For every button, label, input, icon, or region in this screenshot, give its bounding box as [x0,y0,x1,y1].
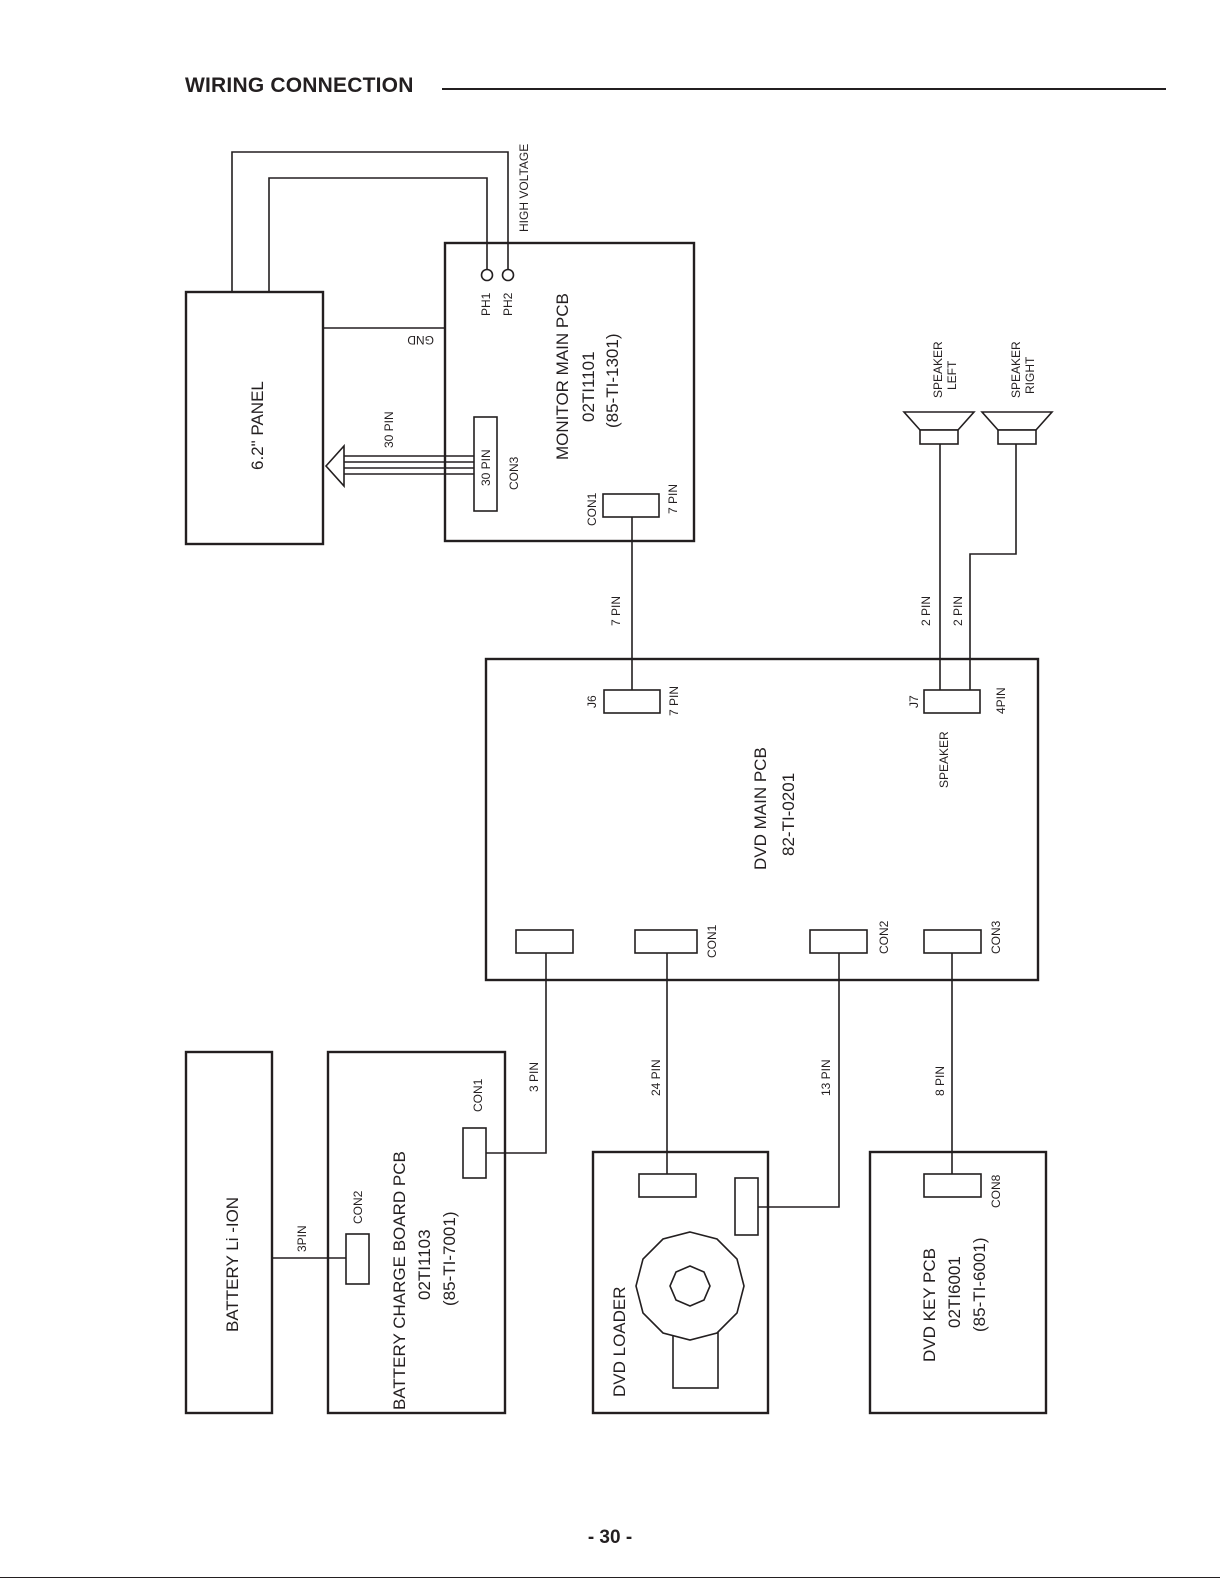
arrow-icon [324,443,345,489]
monitor-con1-connector [602,493,660,518]
battery-charge-board-block [326,1050,507,1415]
wire-24pin-label: 24 PIN [649,1059,663,1096]
dvd-loader-mechanism-icon [635,1231,745,1389]
j7-speaker-label: SPEAKER [937,731,951,788]
dvd-main-line2: 82-TI-0201 [779,773,798,856]
battery-block [184,1050,274,1415]
wire-7pin-label: 7 PIN [609,596,623,626]
dvd-main-line1: DVD MAIN PCB [751,747,770,870]
page-title: WIRING CONNECTION [185,74,414,97]
panel-label: 6.2" PANEL [248,381,267,470]
charge-line3: (85-TI-7001) [440,1212,459,1306]
battery-charge-3pin-wire [486,953,547,1154]
key-con8-label: CON8 [989,1174,1003,1208]
charge-con1-label: CON1 [471,1078,485,1112]
speaker-left-label-1: SPEAKER [931,341,945,398]
high-voltage-label: HIGH VOLTAGE [517,144,531,232]
wire-13pin-label: 13 PIN [819,1059,833,1096]
ph2-terminal [501,268,515,282]
monitor-line2: 02TI1101 [579,351,598,422]
ph1-terminal [480,268,494,282]
j6-pins-label: 7 PIN [667,686,681,716]
gnd-label: GND [407,333,434,347]
key-con8-connector [923,1173,982,1198]
loader-label: DVD LOADER [610,1286,629,1397]
key-line1: DVD KEY PCB [920,1248,939,1362]
j6-label: J6 [585,695,599,708]
monitor-line1: MONITOR MAIN PCB [553,293,572,460]
speaker-right-label-1: SPEAKER [1009,341,1023,398]
battery-label: BATTERY Li -ION [223,1197,242,1332]
title-rule [442,88,1166,90]
ph1-label: PH1 [479,292,493,316]
wire-3pin-label: 3 PIN [527,1062,541,1092]
dvd-j7-connector [923,689,981,714]
dvd-con2-connector [809,929,868,954]
high-voltage-wire-inner [268,177,488,292]
speaker-right-wire [969,444,1017,690]
monitor-con1-label: CON1 [585,492,599,526]
charge-con1-connector [462,1127,487,1179]
loader-13pin-wire [758,953,840,1208]
high-voltage-wire-outer [231,151,509,292]
con3-label: CON3 [507,456,521,490]
loader-connector-13pin [734,1177,759,1236]
dvd-con1-connector [634,929,698,954]
dvd-con1-label: CON1 [705,924,719,958]
page-number: - 30 - [587,1527,633,1548]
wire-2pin-b-label: 2 PIN [951,596,965,626]
dvd-con-battery-connector [515,929,574,954]
panel-block [184,290,325,546]
dvd-loader-block [591,1150,770,1415]
loader-connector-24pin [638,1173,697,1198]
ph2-label: PH2 [501,292,515,316]
speaker-left-icon [902,411,976,445]
monitor-con3-connector [473,416,498,512]
speaker-right-icon [980,411,1054,445]
key-line3: (85-TI-6001) [970,1238,989,1332]
battery-3pin-label: 3PIN [295,1225,309,1252]
dvd-key-pcb-block [868,1150,1048,1415]
dvd-con3-label: CON3 [989,920,1003,954]
monitor-con1-pins-label: 7 PIN [666,484,680,514]
speaker-right-label-2: RIGHT [1023,356,1037,394]
monitor-line3: (85-TI-1301) [603,334,622,428]
wire-8pin-label: 8 PIN [933,1066,947,1096]
charge-con2-label: CON2 [351,1190,365,1224]
charge-line2: 02TI1103 [415,1229,434,1300]
j7-label: J7 [907,695,921,708]
panel-30pin-label: 30 PIN [382,411,396,448]
bottom-rule [0,1577,1220,1578]
key-line2: 02TI6001 [945,1256,964,1328]
dvd-con3-connector [923,929,982,954]
monitor-main-pcb-block [443,241,696,543]
dvd-main-pcb-block [484,657,1040,982]
j7-pins-label: 4PIN [994,687,1008,714]
dvd-con2-label: CON2 [877,920,891,954]
wire-2pin-a-label: 2 PIN [919,596,933,626]
con3-pins-label: 30 PIN [479,449,493,486]
charge-con2-connector [345,1233,370,1285]
dvd-j6-connector [603,689,661,714]
charge-line1: BATTERY CHARGE BOARD PCB [390,1151,409,1410]
panel-ribbon-cable [324,443,474,489]
speaker-left-label-2: LEFT [945,360,959,390]
